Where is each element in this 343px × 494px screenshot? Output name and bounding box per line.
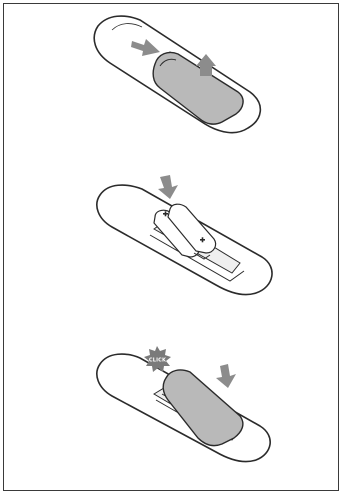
step-insert-batteries-illustration [0,165,343,325]
step-open-cover-illustration [0,8,343,168]
step-close-cover: CLICK [0,330,343,490]
push-down-arrow-icon [216,364,236,388]
click-label: CLICK [149,358,167,364]
step-open-cover [0,8,343,168]
push-down-arrow-icon [158,175,178,199]
step-close-cover-illustration: CLICK [0,330,343,490]
step-insert-batteries [0,165,343,325]
